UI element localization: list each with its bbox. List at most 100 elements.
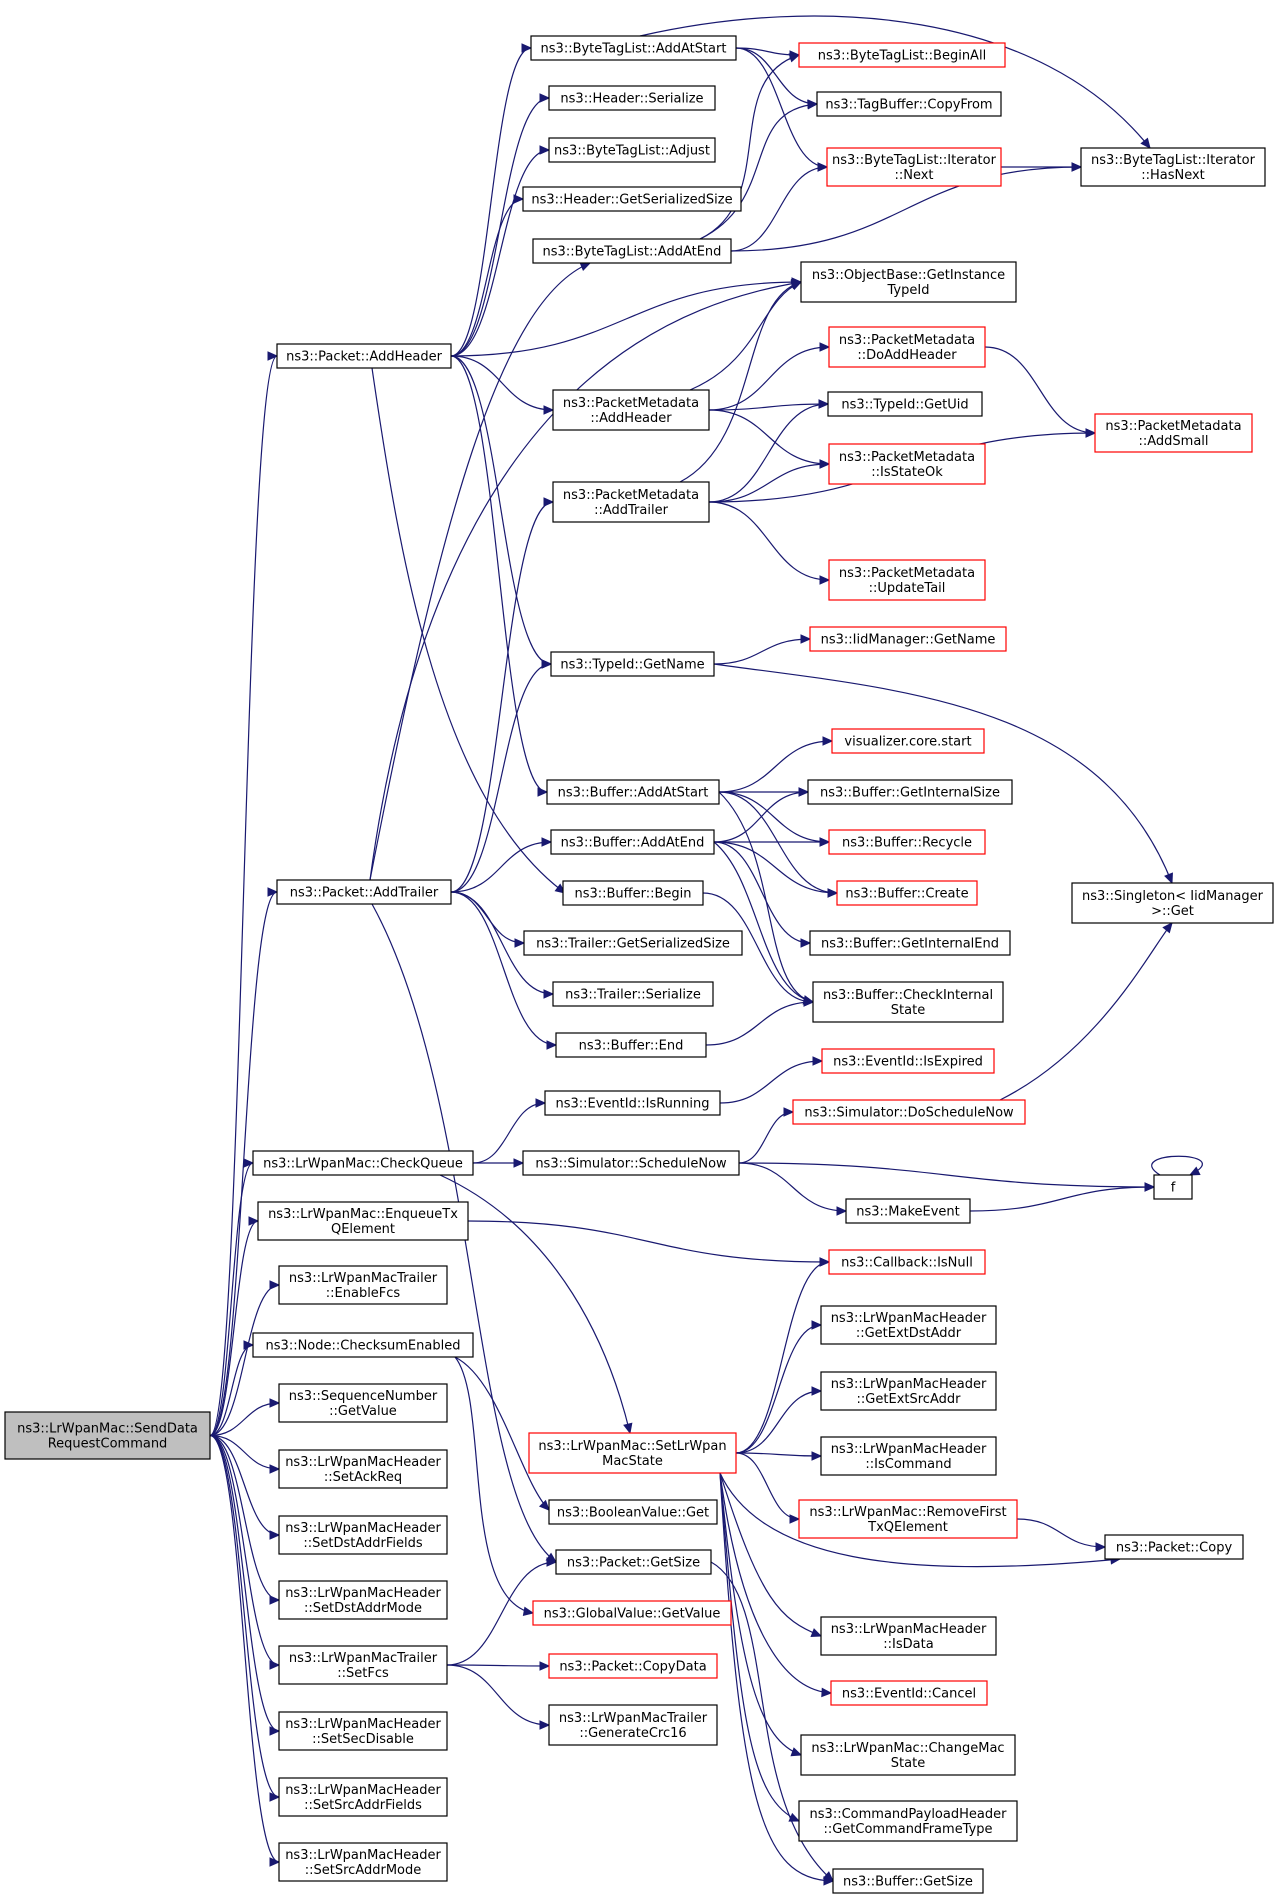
node-label: ns3::PacketMetadata xyxy=(563,488,699,503)
node-box xyxy=(821,1048,995,1074)
node-set-sec-disable[interactable]: ns3::LrWpanMacHeader::SetSecDisable xyxy=(278,1711,448,1751)
edge-f-to-f xyxy=(1151,1155,1203,1176)
edge-root-to-set-dst-addr-mode xyxy=(209,1434,281,1605)
node-pm-add-trailer[interactable]: ns3::PacketMetadata::AddTrailer xyxy=(552,481,710,523)
node-type-id-get-uid[interactable]: ns3::TypeId::GetUid xyxy=(827,391,983,417)
edge-root-to-add-header xyxy=(209,351,279,1437)
node-pm-update-tail[interactable]: ns3::PacketMetadata::UpdateTail xyxy=(828,559,986,601)
node-box xyxy=(828,829,986,855)
node-check-queue[interactable]: ns3::LrWpanMac::CheckQueue xyxy=(252,1150,474,1176)
node-type-id-get-name[interactable]: ns3::TypeId::GetName xyxy=(550,651,715,677)
node-packet-copy[interactable]: ns3::Packet::Copy xyxy=(1104,1534,1244,1560)
call-edges xyxy=(209,15,1203,1886)
node-set-dst-addr-mode[interactable]: ns3::LrWpanMacHeader::SetDstAddrMode xyxy=(278,1580,448,1620)
node-label: ns3::BooleanValue::Get xyxy=(557,1506,709,1521)
node-label: ns3::Buffer::Create xyxy=(845,887,968,902)
node-box xyxy=(1094,413,1253,453)
node-get-ext-src-addr[interactable]: ns3::LrWpanMacHeader::GetExtSrcAddr xyxy=(820,1371,997,1411)
node-set-fcs[interactable]: ns3::LrWpanMacTrailer::SetFcs xyxy=(278,1645,448,1685)
node-buf-get-internal-end[interactable]: ns3::Buffer::GetInternalEnd xyxy=(809,930,1011,956)
node-event-is-running[interactable]: ns3::EventId::IsRunning xyxy=(544,1090,721,1116)
node-buf-begin[interactable]: ns3::Buffer::Begin xyxy=(562,880,704,906)
node-set-ack-req[interactable]: ns3::LrWpanMacHeader::SetAckReq xyxy=(278,1449,448,1489)
node-box xyxy=(528,1432,737,1474)
edge-sim-schedule-now-to-sim-do-schedule-now xyxy=(738,1107,795,1164)
node-pm-is-state-ok[interactable]: ns3::PacketMetadata::IsStateOk xyxy=(828,443,986,485)
node-label: ns3::Node::ChecksumEnabled xyxy=(266,1339,461,1354)
node-make-event[interactable]: ns3::MakeEvent xyxy=(845,1198,971,1224)
node-box xyxy=(278,1842,448,1882)
node-add-trailer[interactable]: ns3::Packet::AddTrailer xyxy=(276,879,452,905)
node-checksum-enabled[interactable]: ns3::Node::ChecksumEnabled xyxy=(252,1332,474,1358)
node-btl-iter-has-next[interactable]: ns3::ByteTagList::Iterator::HasNext xyxy=(1080,147,1266,187)
node-event-is-expired[interactable]: ns3::EventId::IsExpired xyxy=(821,1048,995,1074)
node-header-get-ser-size[interactable]: ns3::Header::GetSerializedSize xyxy=(522,186,742,212)
node-enable-fcs[interactable]: ns3::LrWpanMacTrailer::EnableFcs xyxy=(278,1265,448,1305)
node-packet-copy-data[interactable]: ns3::Packet::CopyData xyxy=(548,1653,718,1679)
node-pm-add-header[interactable]: ns3::PacketMetadata::AddHeader xyxy=(552,389,710,431)
node-tag-buf-copy-from[interactable]: ns3::TagBuffer::CopyFrom xyxy=(816,91,1002,117)
node-box xyxy=(1080,147,1266,187)
node-sim-do-schedule-now[interactable]: ns3::Simulator::DoScheduleNow xyxy=(792,1099,1026,1125)
node-header-serialize[interactable]: ns3::Header::Serialize xyxy=(548,85,716,111)
node-get-ext-dst-addr[interactable]: ns3::LrWpanMacHeader::GetExtDstAddr xyxy=(820,1305,997,1345)
node-pm-add-small[interactable]: ns3::PacketMetadata::AddSmall xyxy=(1094,413,1253,453)
node-box xyxy=(1153,1174,1193,1200)
node-gen-crc16[interactable]: ns3::LrWpanMacTrailer::GenerateCrc16 xyxy=(548,1704,718,1746)
node-buf-get-internal-size[interactable]: ns3::Buffer::GetInternalSize xyxy=(807,779,1013,805)
edge-add-trailer-to-pm-add-trailer xyxy=(450,497,555,893)
node-packet-get-size[interactable]: ns3::Packet::GetSize xyxy=(555,1549,712,1575)
node-is-data[interactable]: ns3::LrWpanMacHeader::IsData xyxy=(820,1616,997,1656)
node-label: ns3::LrWpanMac::SendData xyxy=(17,1422,198,1437)
node-box xyxy=(1071,882,1274,924)
node-btl-adjust[interactable]: ns3::ByteTagList::Adjust xyxy=(548,137,716,163)
node-is-command[interactable]: ns3::LrWpanMacHeader::IsCommand xyxy=(820,1436,997,1476)
node-btl-add-at-end[interactable]: ns3::ByteTagList::AddAtEnd xyxy=(532,238,732,264)
node-seq-get-value[interactable]: ns3::SequenceNumber::GetValue xyxy=(278,1383,448,1423)
node-viz-core-start[interactable]: visualizer.core.start xyxy=(831,728,985,754)
node-global-get-value[interactable]: ns3::GlobalValue::GetValue xyxy=(532,1600,732,1626)
node-event-cancel[interactable]: ns3::EventId::Cancel xyxy=(830,1680,988,1706)
edge-add-header-to-buf-add-at-start xyxy=(450,355,549,797)
node-pm-do-add-header[interactable]: ns3::PacketMetadata::DoAddHeader xyxy=(828,326,986,368)
node-callback-is-null[interactable]: ns3::Callback::IsNull xyxy=(828,1249,986,1275)
edge-root-to-enable-fcs xyxy=(209,1280,281,1437)
node-trailer-get-ser-size[interactable]: ns3::Trailer::GetSerializedSize xyxy=(523,930,743,956)
node-buf-add-at-start[interactable]: ns3::Buffer::AddAtStart xyxy=(546,779,720,805)
node-buf-recycle[interactable]: ns3::Buffer::Recycle xyxy=(828,829,986,855)
node-trailer-serialize[interactable]: ns3::Trailer::Serialize xyxy=(552,981,714,1007)
node-add-header[interactable]: ns3::Packet::AddHeader xyxy=(276,343,452,369)
edge-root-to-set-ack-req xyxy=(209,1434,281,1474)
node-buf-end[interactable]: ns3::Buffer::End xyxy=(555,1032,707,1058)
edge-set-lr-wpan-mac-state-to-get-ext-src-addr xyxy=(735,1386,823,1454)
node-label: ns3::LrWpanMac::CheckQueue xyxy=(263,1157,463,1172)
node-label: ns3::Packet::GetSize xyxy=(567,1556,700,1571)
node-box xyxy=(522,1150,740,1176)
node-set-src-addr-fields[interactable]: ns3::LrWpanMacHeader::SetSrcAddrFields xyxy=(278,1777,448,1817)
edge-pm-add-header-to-pm-is-state-ok xyxy=(708,409,831,469)
node-btl-add-at-start[interactable]: ns3::ByteTagList::AddAtStart xyxy=(530,35,737,61)
node-btl-begin-all[interactable]: ns3::ByteTagList::BeginAll xyxy=(798,42,1006,68)
node-buf-create[interactable]: ns3::Buffer::Create xyxy=(836,880,978,906)
node-buf-add-at-end[interactable]: ns3::Buffer::AddAtEnd xyxy=(550,829,715,855)
node-f[interactable]: f xyxy=(1153,1174,1193,1200)
node-sim-schedule-now[interactable]: ns3::Simulator::ScheduleNow xyxy=(522,1150,740,1176)
node-btl-iter-next[interactable]: ns3::ByteTagList::Iterator::Next xyxy=(826,147,1002,187)
node-iid-get-name[interactable]: ns3::IidManager::GetName xyxy=(809,626,1007,652)
node-singleton-get[interactable]: ns3::Singleton< IidManager >::Get xyxy=(1071,882,1274,924)
edge-btl-add-at-end-to-tag-buf-copy-from xyxy=(699,99,819,240)
node-set-src-addr-mode[interactable]: ns3::LrWpanMacHeader::SetSrcAddrMode xyxy=(278,1842,448,1882)
node-bool-get[interactable]: ns3::BooleanValue::Get xyxy=(548,1499,718,1525)
node-set-dst-addr-fields[interactable]: ns3::LrWpanMacHeader::SetDstAddrFields xyxy=(278,1515,448,1555)
edge-set-lr-wpan-mac-state-to-is-data xyxy=(719,1472,823,1637)
node-label: State xyxy=(891,1756,925,1771)
node-buf-get-size[interactable]: ns3::Buffer::GetSize xyxy=(832,1868,984,1894)
node-get-command-frame-type[interactable]: ns3::CommandPayloadHeader::GetCommandFra… xyxy=(798,1800,1018,1842)
